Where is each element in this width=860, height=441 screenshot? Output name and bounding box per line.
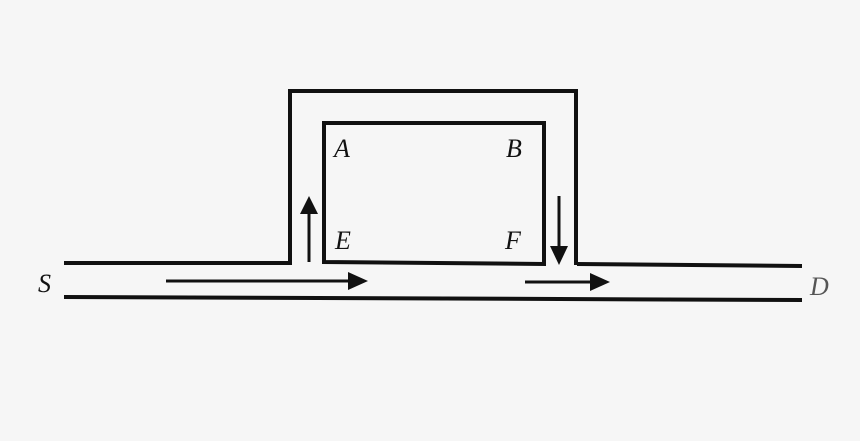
main-pipe-bottom-wall xyxy=(63,295,803,302)
loop-inner-wall xyxy=(322,121,546,267)
label-a: A xyxy=(332,134,350,163)
flow-arrow-main-right-head xyxy=(590,273,610,291)
label-destination: D xyxy=(809,272,829,301)
loop-outer-wall xyxy=(288,89,578,265)
label-b: B xyxy=(506,134,522,163)
label-f: F xyxy=(504,226,522,255)
label-source: S xyxy=(38,269,51,298)
label-e: E xyxy=(334,226,351,255)
flow-arrow-main-left-head xyxy=(348,272,368,290)
flow-arrow-up-head xyxy=(300,196,318,214)
flow-arrow-down-head xyxy=(550,246,568,265)
main-pipe-top-wall-right xyxy=(576,262,803,268)
